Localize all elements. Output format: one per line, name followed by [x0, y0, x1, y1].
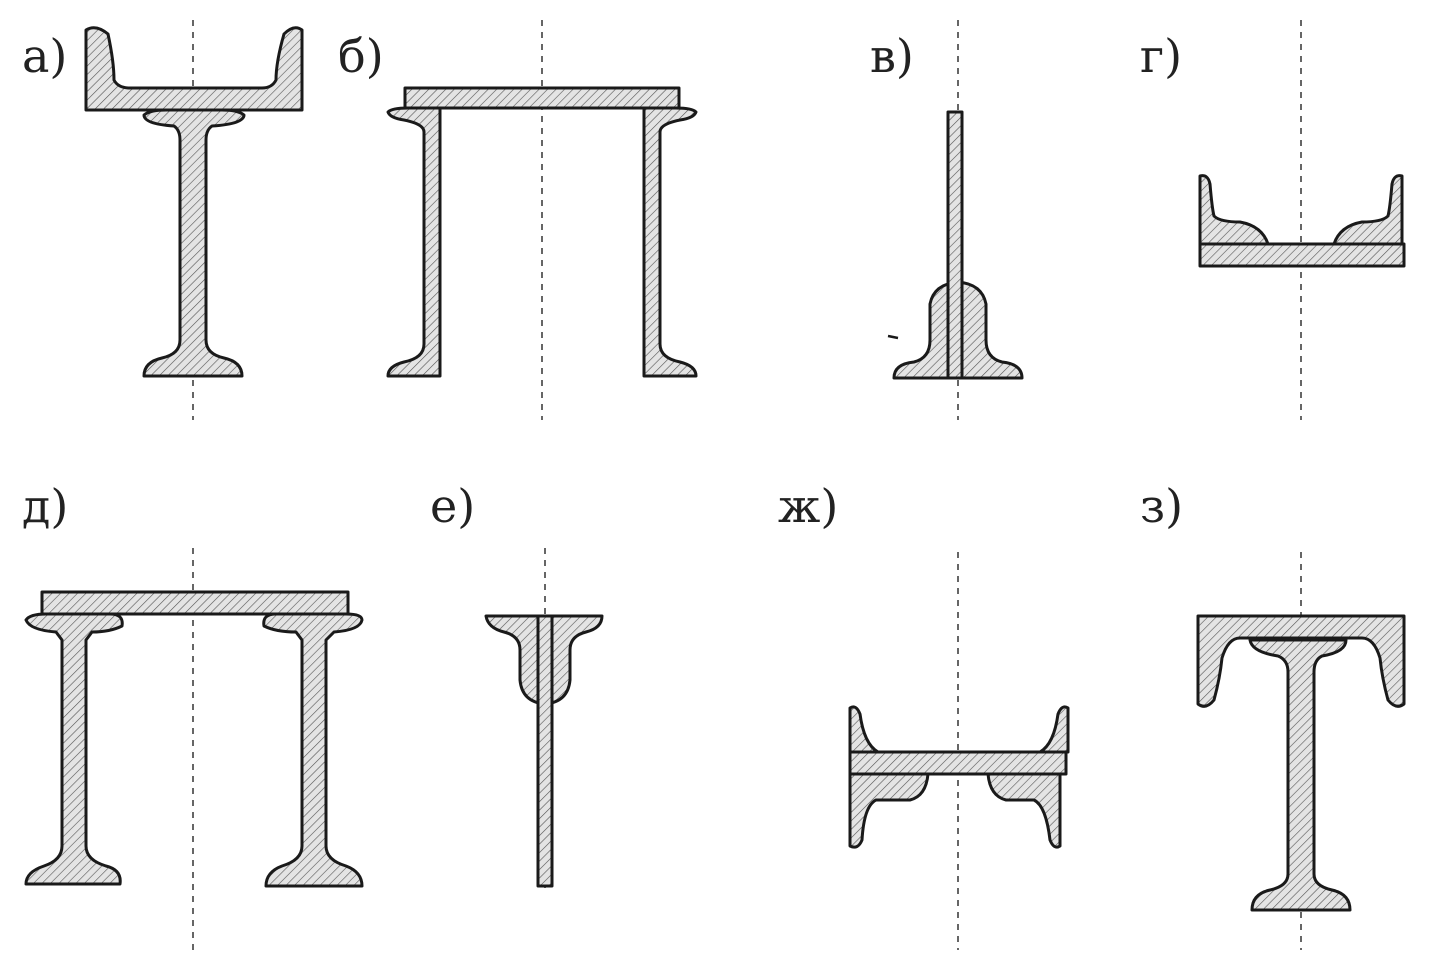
section-a: а)	[22, 20, 304, 420]
label-b: б)	[338, 29, 384, 83]
label-z: з)	[1140, 479, 1183, 533]
label-v: в)	[870, 29, 914, 83]
channel-bottom-zh	[848, 772, 1062, 849]
section-d: д)	[22, 479, 364, 950]
label-d: д)	[22, 479, 68, 533]
channel-z	[1196, 614, 1406, 708]
plate-d	[40, 590, 350, 616]
section-z: з)	[1140, 479, 1406, 950]
section-v: в)	[870, 20, 1024, 420]
plate-e	[536, 614, 554, 888]
section-zh: ж)	[778, 479, 1070, 950]
channel-left-b	[386, 106, 442, 378]
plate-b	[403, 86, 681, 110]
i-beam-right-d	[262, 612, 364, 888]
section-e: е)	[430, 479, 604, 888]
plate-zh	[848, 750, 1068, 776]
plate-g	[1198, 242, 1406, 268]
label-e: е)	[430, 479, 475, 533]
channel-a	[84, 26, 304, 112]
label-a: а)	[22, 29, 67, 83]
weld-mark-v	[887, 334, 899, 340]
section-b: б)	[338, 20, 698, 420]
t-beam-z	[1248, 638, 1352, 912]
label-g: г)	[1140, 29, 1182, 83]
channel-right-b	[642, 106, 698, 378]
i-beam-a	[142, 108, 246, 378]
channel-top-zh	[848, 705, 1070, 754]
label-zh: ж)	[778, 479, 838, 533]
section-g: г)	[1140, 20, 1406, 420]
i-beam-left-d	[24, 612, 124, 886]
channel-g	[1198, 174, 1404, 246]
plate-v	[946, 110, 964, 380]
